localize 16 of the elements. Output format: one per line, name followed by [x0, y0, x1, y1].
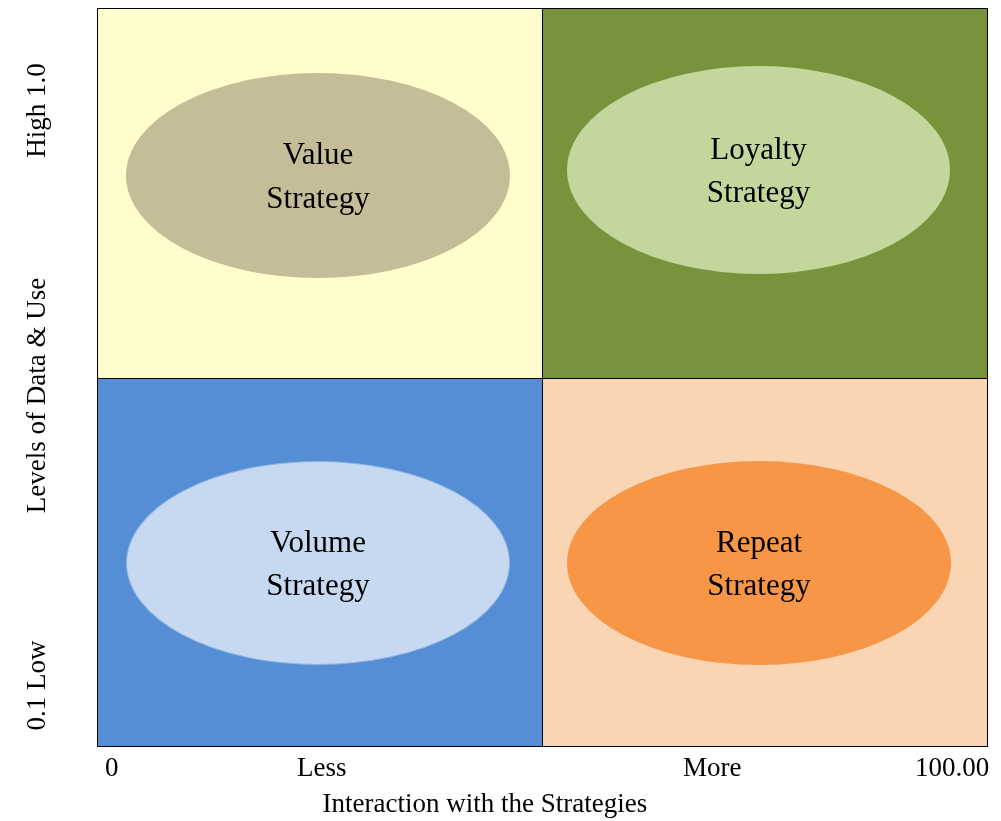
axis-tick-label: 0 — [105, 751, 119, 783]
ellipse-label: Loyalty Strategy — [705, 129, 812, 211]
ellipse-label: Value Strategy — [265, 135, 371, 217]
axis-title: Levels of Data & Use — [20, 277, 52, 513]
ellipse-label: Volume Strategy — [265, 522, 371, 604]
quadrant-panel — [97, 378, 543, 747]
axis-tick-label: More — [683, 751, 742, 783]
quadrant-panel — [542, 8, 988, 379]
quadrant-panel — [542, 378, 988, 747]
axis-tick-label: High 1.0 — [20, 62, 52, 158]
quadrant-panel — [97, 8, 543, 379]
axis-tick-label: 100.00 — [915, 751, 990, 783]
ellipse-label: Repeat Strategy — [706, 522, 812, 604]
axis-tick-label: Less — [297, 751, 347, 783]
axis-tick-label: 0.1 Low — [20, 640, 52, 730]
axis-title: Interaction with the Strategies — [322, 787, 648, 819]
